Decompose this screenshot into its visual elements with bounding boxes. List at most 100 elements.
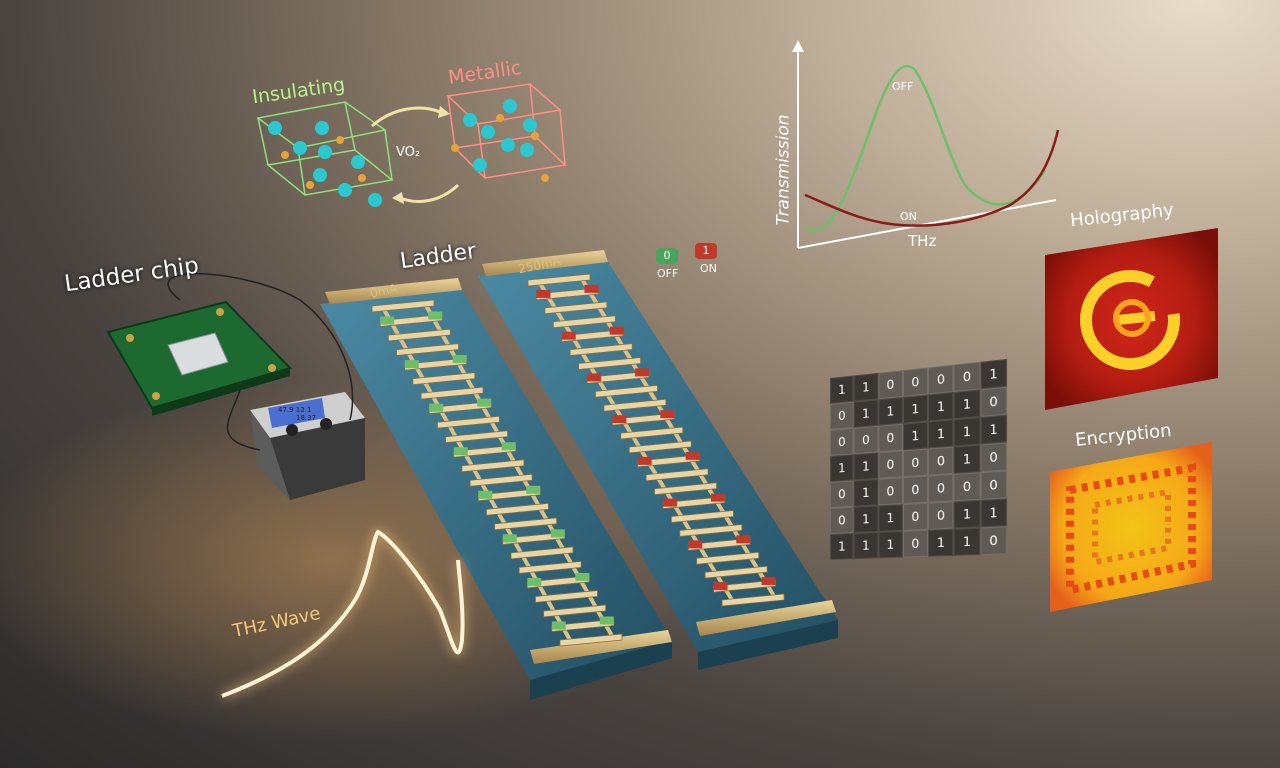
vo2-element <box>612 415 627 424</box>
matrix-cell: 1 <box>928 391 954 422</box>
ladder-rung <box>654 482 717 496</box>
ladder-rung <box>679 523 743 537</box>
matrix-cell: 1 <box>928 419 954 449</box>
matrix-cell: 1 <box>853 478 879 507</box>
vo2-element <box>710 493 725 502</box>
ladder-rung <box>436 415 500 429</box>
matrix-cell: 1 <box>878 530 903 559</box>
encryption-image-icon <box>1050 442 1212 612</box>
ladder-rung <box>595 384 658 398</box>
matrix-cell: 1 <box>902 394 929 424</box>
ladder-rung <box>469 473 533 487</box>
vo2-element <box>527 577 542 586</box>
vo2-element <box>635 368 650 377</box>
matrix-cell: 1 <box>902 421 929 451</box>
ladder-rung <box>543 604 607 618</box>
vo2-element <box>380 316 395 325</box>
matrix-cell: 0 <box>878 370 903 400</box>
matrix-cell: 0 <box>953 472 981 502</box>
ladder-rung <box>645 468 709 482</box>
on-caption: ON <box>700 262 717 275</box>
vo2-element <box>550 529 565 538</box>
matrix-cell: 1 <box>853 399 879 428</box>
ladder-rung <box>704 565 768 579</box>
ladder-rung <box>578 357 642 370</box>
vo2-element <box>685 451 700 460</box>
vo2-element <box>428 311 443 320</box>
matrix-cell: 0 <box>902 448 929 478</box>
ladder-rung <box>510 546 574 560</box>
matrix-cell: 1 <box>928 528 954 557</box>
ladder-rung <box>721 593 785 607</box>
lcd-readout-1: 47.9 12.1 <box>278 406 312 414</box>
matrix-cell: 1 <box>853 505 879 533</box>
matrix-cell: 0 <box>928 473 954 503</box>
ladder-rung <box>396 343 459 357</box>
matrix-cell: 0 <box>902 529 929 558</box>
vo2-element <box>452 355 467 364</box>
ladder-rung <box>412 372 476 386</box>
matrix-cell: 0 <box>980 470 1008 500</box>
matrix-cell: 0 <box>878 423 903 453</box>
ladder-rung <box>603 398 667 412</box>
on-curve-label: ON <box>900 210 917 223</box>
matrix-cell: 1 <box>853 372 879 402</box>
power-supply-icon <box>167 272 365 500</box>
ladder-rung <box>420 386 484 400</box>
vo2-element <box>637 456 652 465</box>
vo2-element <box>761 577 776 586</box>
matrix-cell: 1 <box>853 452 879 481</box>
ladder-rung <box>628 440 692 454</box>
on-curve <box>804 129 1060 227</box>
vo2-element <box>736 535 751 544</box>
ladder-rung <box>544 301 608 315</box>
ladder-rung <box>535 589 598 603</box>
ladder-rung <box>387 328 451 342</box>
vo2-element <box>713 582 728 591</box>
ladder-rung <box>461 459 525 473</box>
matrix-cell: 0 <box>830 506 854 534</box>
zero-badge: 0 <box>656 248 678 264</box>
matrix-cell: 1 <box>830 454 854 482</box>
one-badge: 1 <box>695 243 717 259</box>
vo2-element <box>688 540 703 549</box>
vo2-element <box>599 616 614 625</box>
matrix-cell: 0 <box>830 401 854 430</box>
matrix-cell: 0 <box>902 367 929 397</box>
matrix-cell: 0 <box>878 477 903 506</box>
graph-x-title: THz <box>908 232 937 250</box>
vo2-element <box>477 398 492 407</box>
matrix-cell: 1 <box>953 416 981 447</box>
off-caption: OFF <box>657 267 679 280</box>
metallic-lattice-icon <box>446 83 567 182</box>
transmission-graph <box>792 40 1060 249</box>
left-ladder-rungs <box>371 299 623 647</box>
ladder-rung <box>670 510 734 523</box>
off-curve-label: OFF <box>892 80 914 93</box>
vo2-element <box>404 360 419 369</box>
vo2-element <box>502 534 517 543</box>
vo2-element <box>551 621 566 630</box>
graph-x-axis <box>797 199 1057 249</box>
matrix-cell: 1 <box>853 531 879 560</box>
matrix-cell: 1 <box>980 498 1008 528</box>
matrix-cell: 1 <box>878 504 903 532</box>
matrix-cell: 0 <box>928 364 954 395</box>
vo2-element <box>584 284 599 293</box>
matrix-cell: 0 <box>853 425 879 455</box>
matrix-cell: 0 <box>830 480 854 508</box>
matrix-cell: 0 <box>902 502 929 531</box>
matrix-cell: 0 <box>980 442 1008 473</box>
vo2-element <box>587 373 602 382</box>
right-ladder-rungs <box>527 273 785 607</box>
insulating-lattice-icon <box>256 101 394 207</box>
matrix-cell: 1 <box>830 532 854 560</box>
matrix-cell: 0 <box>878 450 903 479</box>
thz-wave-icon <box>221 529 465 698</box>
matrix-cell: 0 <box>830 427 854 456</box>
matrix-cell: 0 <box>980 386 1008 417</box>
ladder-rung <box>696 551 760 565</box>
chip-icon <box>106 300 292 416</box>
